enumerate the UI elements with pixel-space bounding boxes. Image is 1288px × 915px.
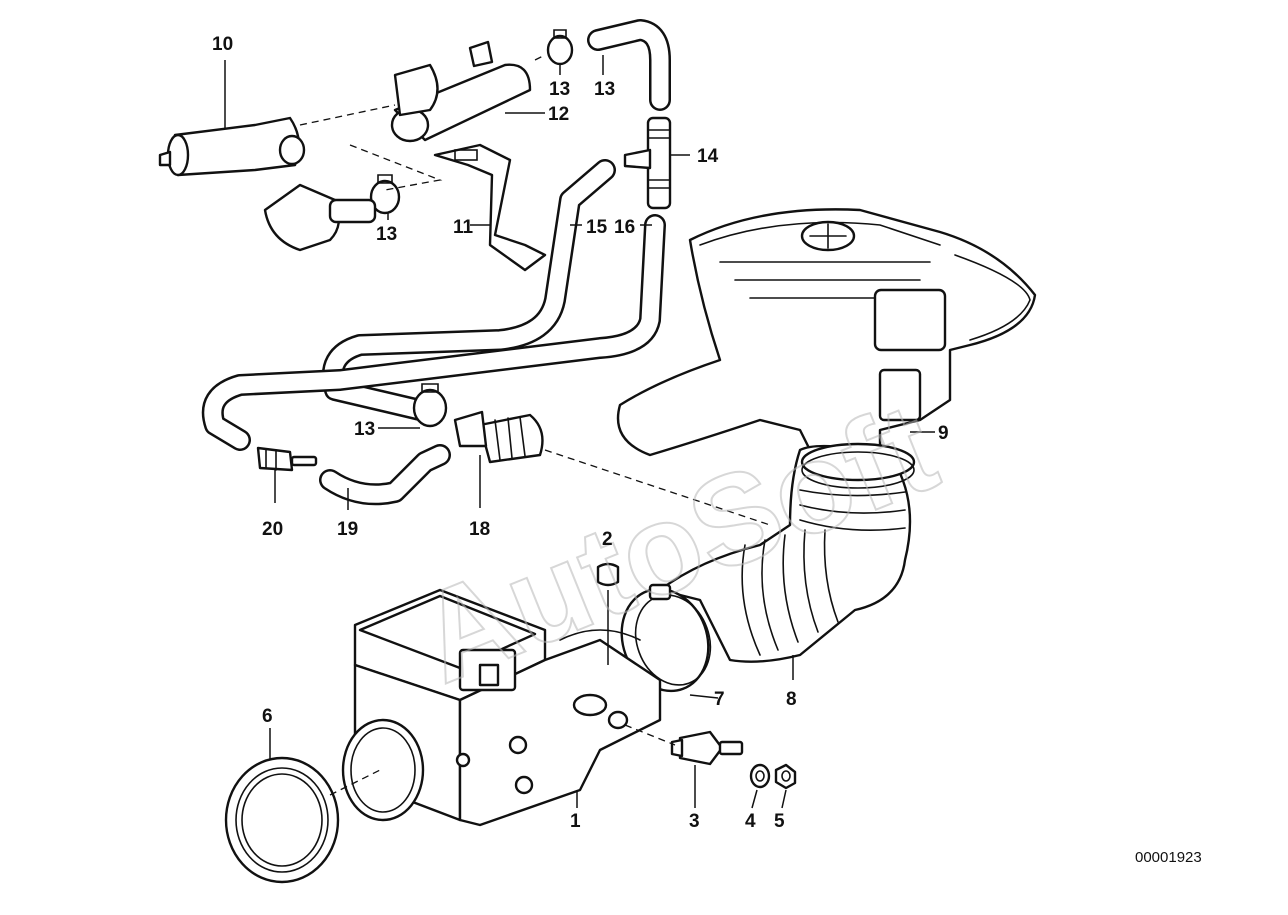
hose-clip-13-top [546,29,574,66]
callout-15: 14 [697,146,719,167]
callout-2: 2 [602,529,613,550]
bracket-11 [433,143,547,272]
callout-13-lower: 13 [354,419,375,440]
air-filter-housing [616,208,1037,472]
vent-hose-16 [201,214,666,451]
rubber-cap-2 [596,562,620,665]
filter-cap [263,183,377,252]
callout-12: 12 [548,104,569,125]
assembly-line-6 [329,769,381,796]
callout-11: 11 [453,217,474,238]
t-piece-15 [623,116,672,210]
assembly-line-13 [534,54,546,61]
assembly-line-12 [349,144,443,191]
callout-1: 1 [570,811,581,832]
nipple-20 [256,446,318,472]
assembly-line-10 [299,104,396,126]
hose-clamp-9 [800,442,916,489]
callout-13-left: 13 [376,224,397,245]
callout-9: 9 [938,423,949,444]
callout-8: 8 [786,689,797,710]
callout-16: 16 [614,217,635,238]
callout-19: 19 [337,519,358,540]
hose-clip-13-lower [412,383,448,428]
fuel-hose-12 [390,40,532,143]
document-number: 00001923 [1135,849,1202,866]
vent-hose-19 [319,444,451,506]
purge-valve-10 [158,116,306,177]
callout-18: 18 [469,519,490,540]
assembly-line-3 [624,724,676,746]
callout-20: 20 [262,519,283,540]
hose-clamp-7 [620,583,712,693]
air-flow-meter [341,588,662,827]
washer-4 [749,763,771,789]
temperature-sensor-3 [670,730,744,766]
callout-labels: 10 12 13 13 14 13 11 15 16 13 20 19 18 9… [212,34,949,832]
callout-14: 13 [594,79,615,100]
callout-5: 5 [774,811,785,832]
valve-18 [453,410,544,464]
callout-6: 6 [262,706,273,727]
callout-4: 4 [745,811,756,832]
sealing-ring-6 [224,756,340,884]
nut-5 [774,763,797,790]
assembly-line-18 [544,449,771,526]
elbow-hose-14 [587,19,671,111]
leader-lines [224,55,935,809]
callout-10: 10 [212,34,233,55]
callout-3: 3 [689,811,700,832]
callout-17: 15 [586,217,608,238]
callout-7: 7 [714,689,725,710]
callout-13-top: 13 [549,79,570,100]
